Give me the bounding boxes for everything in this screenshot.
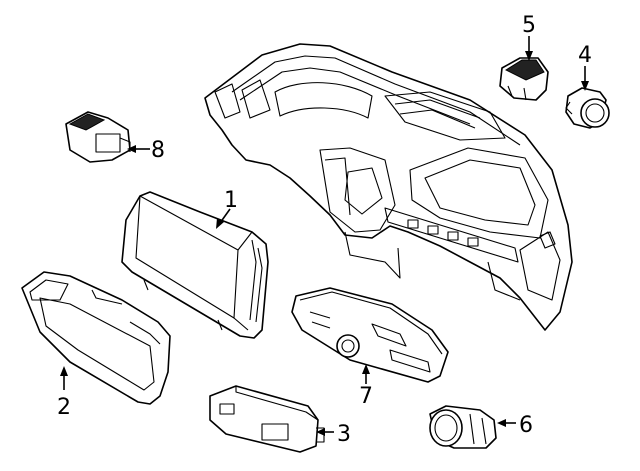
callout-labels: 1 2 3 4 5 6 7 8 (57, 13, 592, 447)
instrument-panel (204, 43, 573, 331)
callout-5: 5 (522, 13, 536, 38)
part-7-control-module (291, 287, 449, 383)
callout-4: 4 (578, 43, 592, 68)
arrow-3 (316, 428, 325, 436)
arrow-6 (497, 419, 506, 427)
part-3-switch-panel (209, 385, 325, 453)
arrow-8 (127, 145, 136, 153)
part-2-cluster-bezel (21, 271, 171, 405)
callout-7: 7 (359, 384, 373, 409)
arrow-2 (60, 366, 68, 376)
arrow-7 (362, 364, 370, 374)
leader-lines (60, 36, 589, 436)
arrow-1 (216, 218, 224, 229)
callout-3: 3 (337, 422, 351, 447)
part-1-display (121, 191, 269, 339)
callout-2: 2 (57, 395, 71, 420)
arrow-5 (525, 51, 533, 61)
callout-6: 6 (519, 413, 533, 438)
arrow-4 (581, 81, 589, 91)
part-5-switch (499, 57, 549, 101)
callout-8: 8 (151, 138, 165, 163)
callout-1: 1 (224, 188, 238, 213)
part-6-knob (429, 405, 497, 449)
part-8-sensor (65, 111, 131, 163)
part-4-start-button (565, 87, 610, 129)
